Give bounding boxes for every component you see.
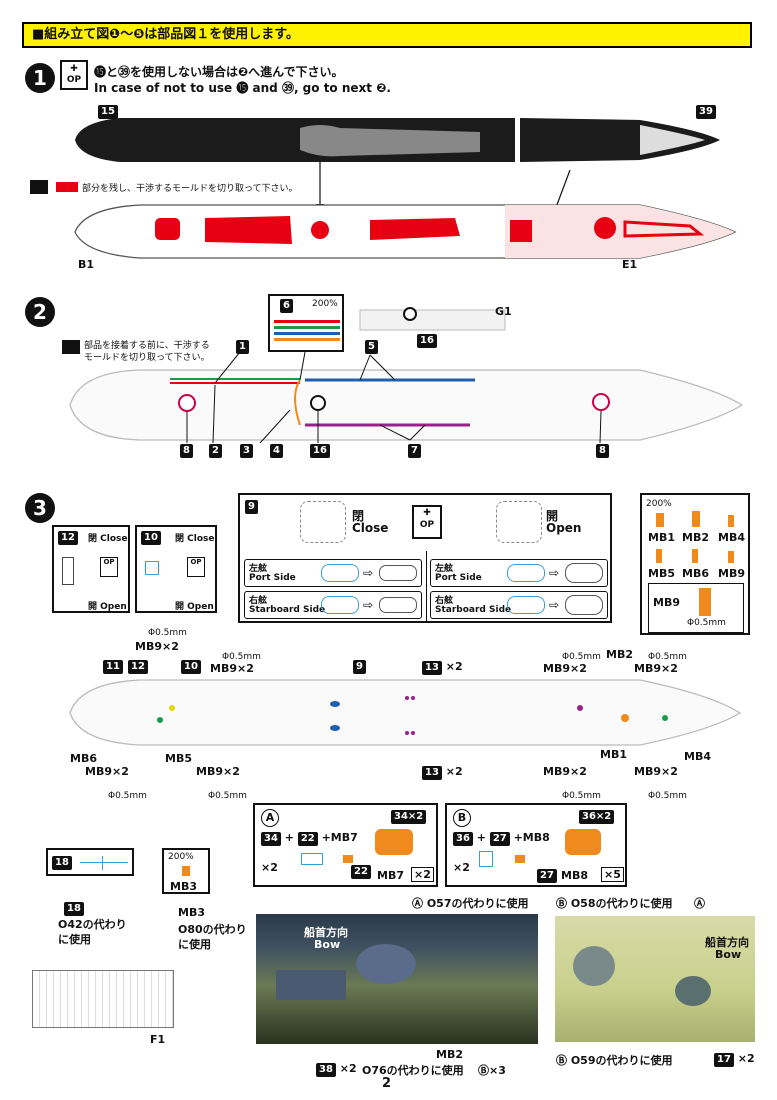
mb5-callout: MB5	[165, 752, 192, 765]
detail-box-9: 9 閉 Close ✚OP 開 Open 左舷 Port Side ⇨ 右舷 S…	[238, 493, 612, 623]
mb2-photo-1: MB2	[436, 1048, 463, 1061]
part-10-label: 10	[181, 660, 201, 674]
photo-left-label-a: Ⓐ O57の代わりに使用	[412, 897, 529, 910]
part-39-label: 39	[696, 105, 716, 119]
photo-right-17: 17 ×2	[714, 1052, 755, 1067]
step-3-badge: 3	[25, 493, 55, 523]
part-8-right: 8	[596, 444, 609, 458]
red-keep-swatch	[56, 182, 78, 192]
assembly-b-box: B 36 + 27 +MB8 ×2 36×2 27 MB8 ×5	[445, 803, 627, 887]
photo-right-label-b: Ⓑ O58の代わりに使用	[556, 897, 673, 910]
detail-box-10: 10 閉 Close OP 開 Open	[135, 525, 217, 613]
photo-right-label-a: Ⓐ	[694, 897, 705, 910]
dia-d: Φ0.5mm	[648, 652, 687, 662]
cut-note: 部分を残し、干渉するモールドを切り取って下さい。	[82, 184, 298, 194]
assembly-a-box: A 34 + 22 +MB7 ×2 34×2 22 MB7 ×2	[253, 803, 438, 887]
part-15-label: 15	[98, 105, 118, 119]
g1-label: G1	[495, 305, 512, 318]
mb9x2-g: MB9×2	[543, 765, 587, 778]
mb9x2-d: MB9×2	[634, 662, 678, 675]
photo-right-label-b2: Ⓑ O59の代わりに使用	[556, 1054, 673, 1067]
dia-c: Φ0.5mm	[562, 652, 601, 662]
mb9x2-e: MB9×2	[85, 765, 129, 778]
part-18-box: 18	[46, 848, 134, 876]
f1-label: F1	[150, 1033, 166, 1046]
part-7-label: 7	[408, 444, 421, 458]
dia-e: Φ0.5mm	[108, 791, 147, 801]
part-12-label: 12	[128, 660, 148, 674]
part-5-label: 5	[365, 340, 378, 354]
part-11-label: 11	[103, 660, 123, 674]
dia-g: Φ0.5mm	[562, 791, 601, 801]
mb2-photo-2: O76の代わりに使用	[362, 1064, 464, 1077]
zoom-box-part-6: 6 200%	[268, 294, 344, 352]
step-1-instruction-en: In case of not to use ⓯ and ㊴, go to nex…	[94, 81, 391, 95]
photo-left-38: 38 ×2	[316, 1062, 357, 1077]
mb9x2-a: MB9×2	[135, 640, 179, 653]
part-16-bottom: 16	[310, 444, 330, 458]
mb9x2-b: MB9×2	[210, 662, 254, 675]
section-banner: ■組み立て図❶〜❺は部品図１を使用します。	[22, 22, 752, 48]
o42-note-1: O42の代わり	[58, 918, 127, 931]
step-1-instruction-jp: ⓯と㊴を使用しない場合は❷へ進んで下さい。	[94, 65, 344, 79]
part-2-label: 2	[209, 444, 222, 458]
part-13-top: 13 ×2	[422, 660, 463, 675]
dia-a: Φ0.5mm	[148, 628, 187, 638]
o42-note-2: に使用	[58, 933, 91, 946]
superstructure-f1	[32, 970, 174, 1028]
step-1-badge: 1	[25, 63, 55, 93]
part-4-label: 4	[270, 444, 283, 458]
detail-box-12: 12 閉 Close OP 開 Open	[52, 525, 130, 613]
dia-b: Φ0.5mm	[222, 652, 261, 662]
part-1-label: 1	[236, 340, 249, 354]
optional-icon: ✚OP	[60, 60, 88, 90]
dia-f: Φ0.5mm	[208, 791, 247, 801]
mb2-callout: MB2	[606, 648, 633, 661]
mb1-callout: MB1	[600, 748, 627, 761]
part-13-bottom: 13 ×2	[422, 765, 463, 780]
part-18-callout: 18	[64, 902, 84, 916]
knife-icon	[30, 180, 48, 194]
step-2-note-2: モールドを切り取って下さい。	[84, 353, 210, 363]
hull-e1-label: E1	[622, 258, 638, 271]
photo-right: 船首方向 Bow	[555, 916, 755, 1042]
dia-h: Φ0.5mm	[648, 791, 687, 801]
step-2-badge: 2	[25, 297, 55, 327]
part-8-left: 8	[180, 444, 193, 458]
step-2-note-1: 部品を接着する前に、干渉する	[84, 341, 210, 351]
knife-icon-2	[62, 340, 80, 354]
o80-note-1: MB3	[178, 906, 205, 919]
mb-parts-box: 200% MB1 MB2 MB4 MB5 MB6 MB9 MB9 Φ0.5mm	[640, 493, 750, 635]
page-number: 2	[382, 1076, 392, 1091]
mb9x2-c: MB9×2	[543, 662, 587, 675]
photo-left-b3: Ⓑ×3	[478, 1064, 506, 1077]
mb4-callout: MB4	[684, 750, 711, 763]
part-3-label: 3	[240, 444, 253, 458]
o80-note-3: に使用	[178, 938, 211, 951]
mb9x2-f: MB9×2	[196, 765, 240, 778]
mb9x2-h: MB9×2	[634, 765, 678, 778]
photo-left: 船首方向 Bow	[256, 914, 538, 1044]
part-16-top: 16	[417, 334, 437, 348]
mb3-zoom-box: 200% MB3	[162, 848, 210, 894]
part-9-label: 9	[353, 660, 366, 674]
o80-note-2: O80の代わり	[178, 923, 247, 936]
mb6-callout: MB6	[70, 752, 97, 765]
hull-b1-label: B1	[78, 258, 95, 271]
